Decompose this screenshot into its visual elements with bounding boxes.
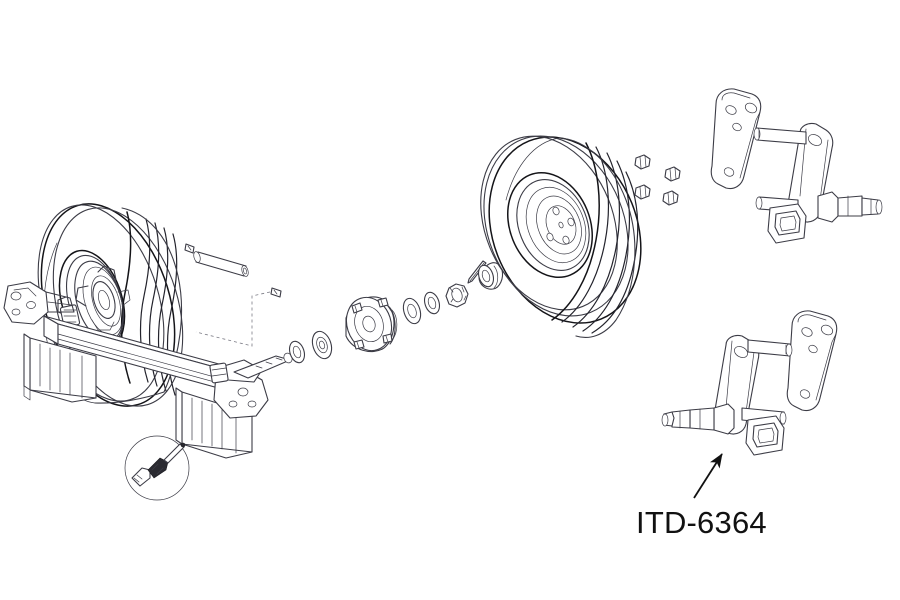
spindle-assembly-lower-right — [661, 310, 838, 456]
lug-nut — [634, 154, 651, 170]
spindle-knuckle-left — [3, 281, 75, 325]
square-bracket — [767, 203, 807, 244]
lug-nut — [634, 184, 651, 200]
grease-fitting-and-bolt — [131, 442, 186, 487]
bolt-small — [184, 243, 195, 254]
tie-rod — [233, 352, 293, 379]
dust-cap — [477, 262, 504, 290]
bolt-small-2 — [270, 287, 282, 298]
lug-nut — [664, 166, 681, 182]
castle-nut — [445, 283, 469, 308]
detail-circle-callout — [124, 435, 190, 501]
leader-arrow — [693, 453, 723, 499]
right-wheel-group — [480, 135, 642, 338]
bushing-pin — [193, 251, 249, 277]
pivot-pin-upper — [753, 127, 807, 145]
hub-left — [57, 265, 131, 331]
tire-right — [480, 135, 642, 338]
spindle-stub-axle — [817, 191, 883, 223]
steering-arm-plate — [786, 310, 838, 412]
hub-body-with-studs — [345, 296, 398, 353]
pin-and-hardware-group — [184, 243, 282, 347]
steering-arm-plate — [710, 88, 762, 190]
wheel-rim-right — [507, 171, 593, 279]
lug-nut — [662, 190, 679, 206]
part-number-label: ITD-6364 — [636, 505, 767, 540]
left-wheel-group — [37, 203, 184, 407]
lug-nuts-group — [634, 154, 681, 206]
square-bracket — [745, 415, 785, 456]
spindle-assembly-upper-right — [710, 88, 883, 244]
washer — [423, 291, 441, 315]
spindle-stub-axle — [661, 403, 735, 435]
outer-bearing — [402, 297, 422, 325]
spring-seat-front — [23, 333, 97, 403]
exploded-hub-chain — [288, 260, 504, 364]
seal-ring — [288, 340, 306, 364]
spindle-knuckle-right — [209, 359, 269, 419]
axle-beam-group — [3, 281, 293, 459]
pivot-pin-upper — [747, 339, 793, 357]
inner-bearing — [311, 330, 333, 360]
